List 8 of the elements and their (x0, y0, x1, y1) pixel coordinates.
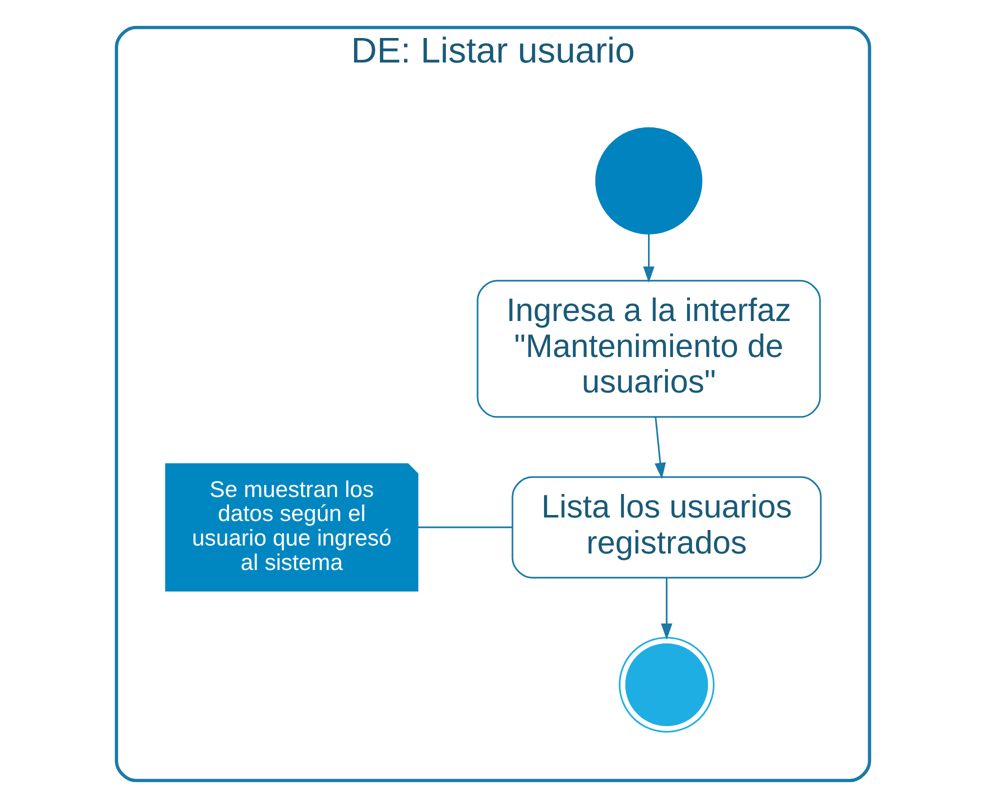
arrow (660, 578, 672, 640)
connector (418, 526, 512, 528)
node-box: Lista los usuarios registrados (512, 476, 822, 578)
arrow (654, 417, 666, 480)
arrow (643, 234, 654, 283)
node-circle (618, 636, 715, 733)
node-circle (595, 127, 702, 234)
node-box: Ingresa a la interfaz "Mantenimiento de usuarios" (476, 280, 821, 418)
